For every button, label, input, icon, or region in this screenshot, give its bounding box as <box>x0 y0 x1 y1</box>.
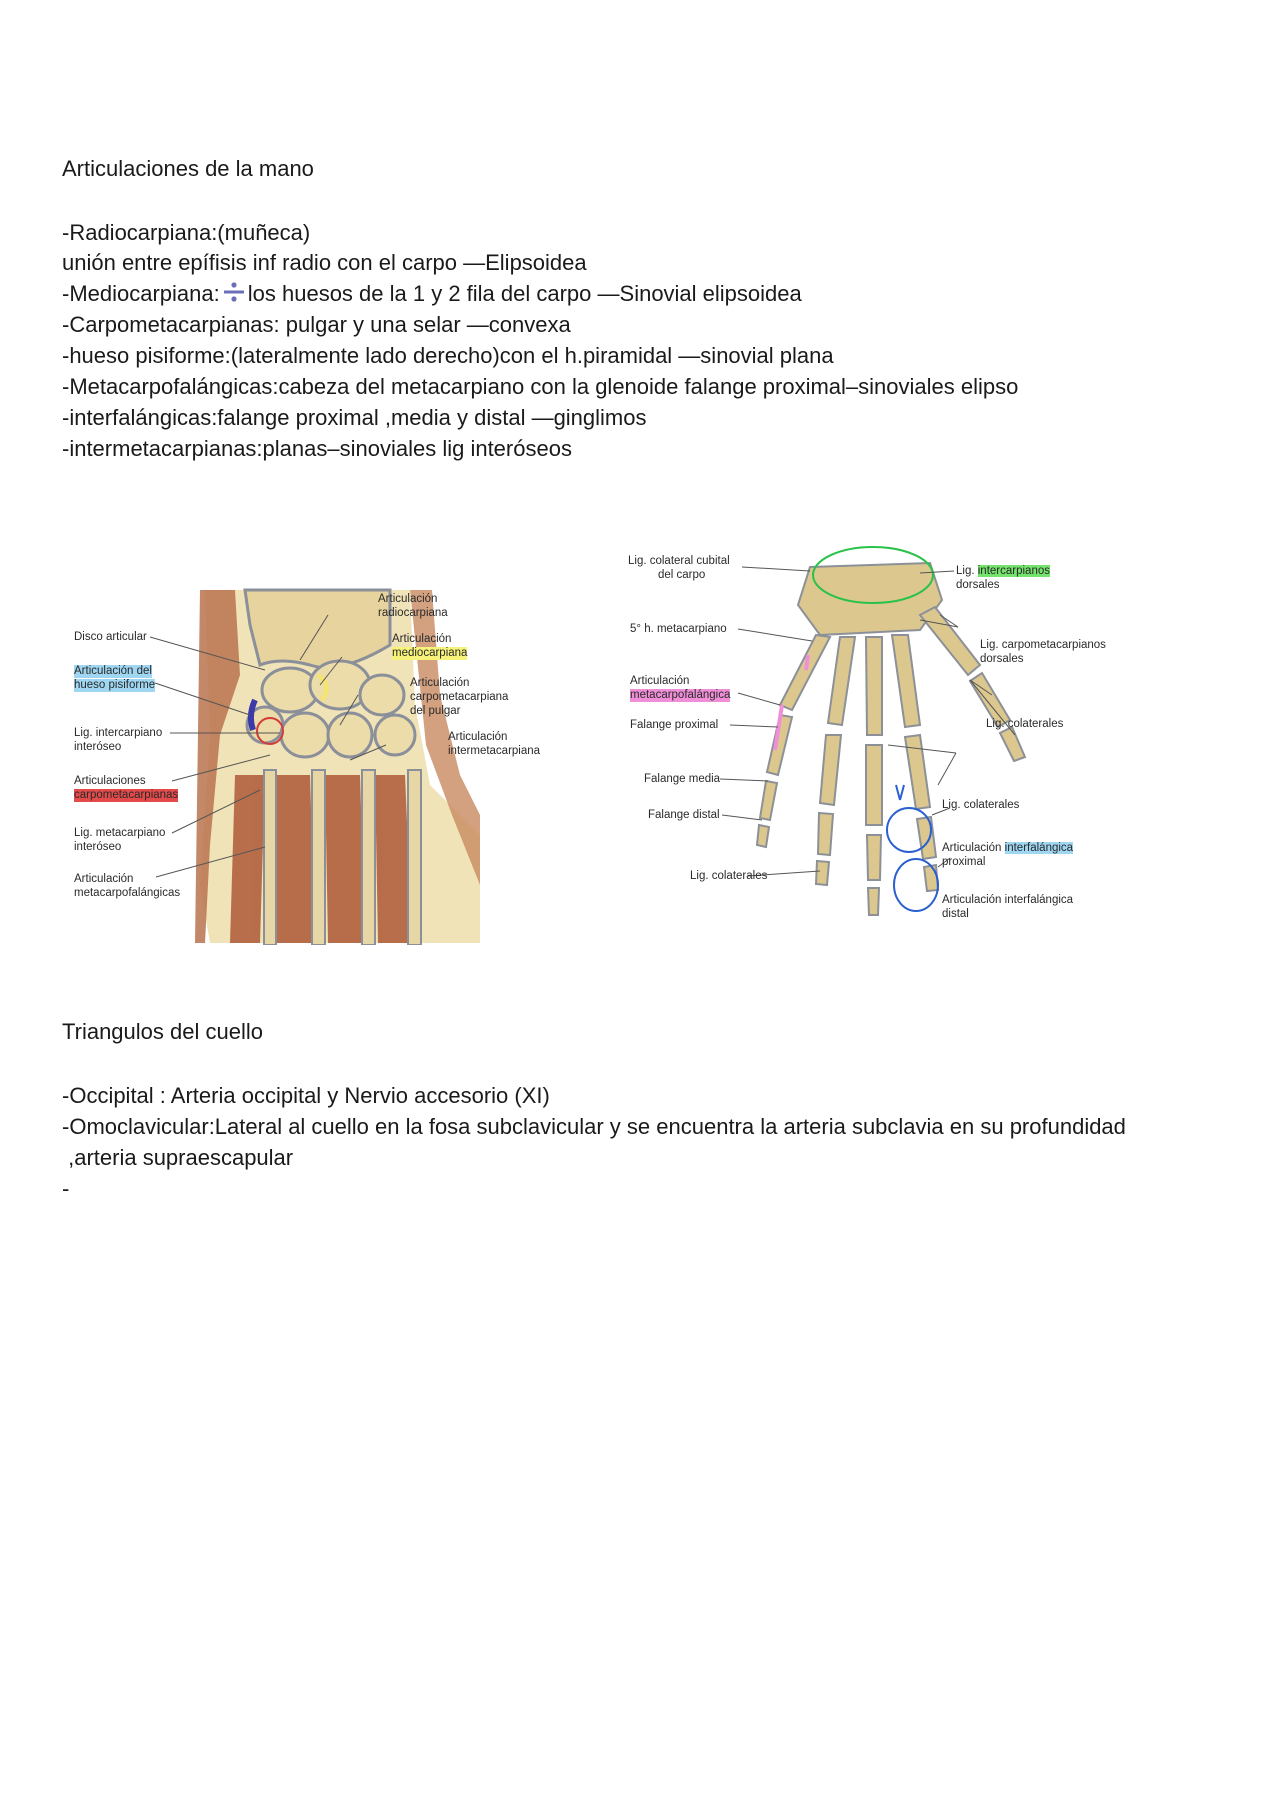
label-lig-carpometacarpianos-2: dorsales <box>980 653 1024 665</box>
text-segment: los huesos de la 1 y 2 fila del carpo —S… <box>247 281 802 306</box>
label-segment: intercarpianos <box>977 565 1050 577</box>
figure-wrist-joints: Disco articular Articulación del hueso p… <box>60 585 540 945</box>
label-art-mediocarpiana-1: Articulación <box>392 633 452 645</box>
text-line: -Carpometacarpianas: pulgar y una selar … <box>62 312 571 337</box>
text-line: unión entre epífisis inf radio con el ca… <box>62 250 587 275</box>
wrist-illustration <box>149 588 480 945</box>
text-line-mediocarpiana: -Mediocarpiana: los huesos de la 1 y 2 f… <box>62 279 802 309</box>
label-lig-colaterales-1: Lig. colaterales <box>986 718 1064 730</box>
section2-title: Triangulos del cuello <box>62 1019 263 1044</box>
label-art-interfalangica-prox: Articulación interfalángica <box>942 842 1074 855</box>
hand-skeleton-illustration <box>719 546 1027 916</box>
label-art-carpometacarpiana-pulgar-2: carpometacarpiana <box>410 691 509 703</box>
text-line: ,arteria supraescapular <box>62 1145 294 1170</box>
label-segment: Articulación <box>942 842 1002 854</box>
label-art-carpometacarpianas-1: Articulaciones <box>74 775 146 787</box>
label-lig-colaterales-2: Lig. colaterales <box>942 799 1020 811</box>
text-segment: -Mediocarpiana: <box>62 281 220 306</box>
label-falange-distal: Falange distal <box>648 809 720 821</box>
label-art-metacarpofalangica-1: Articulación <box>630 675 690 687</box>
label-art-interfalangica-distal-1: Articulación interfalángica <box>942 894 1074 906</box>
label-art-metacarpofalangicas-1: Articulación <box>74 873 134 885</box>
label-art-mediocarpiana-2: mediocarpiana <box>392 647 468 660</box>
label-art-interfalangica-prox-2: proximal <box>942 856 986 868</box>
label-lig-intercarpiano-1: Lig. intercarpiano <box>74 727 163 739</box>
label-art-interfalangica-distal-2: distal <box>942 908 969 920</box>
label-art-intermetacarpiana-1: Articulación <box>448 731 508 743</box>
text-line: -Omoclavicular:Lateral al cuello en la f… <box>62 1114 1126 1139</box>
section1-title: Articulaciones de la mano <box>62 156 314 181</box>
label-art-hueso-pisiforme-1: Articulación del <box>74 665 152 678</box>
label-quinto-metacarpiano: 5° h. metacarpiano <box>630 623 727 635</box>
label-art-radiocarpiana-1: Articulación <box>378 593 438 605</box>
label-lig-carpometacarpianos-1: Lig. carpometacarpianos <box>980 639 1106 651</box>
label-lig-colateral-cubital-2: del carpo <box>658 569 706 581</box>
label-art-intermetacarpiana-2: intermetacarpiana <box>448 745 541 757</box>
label-segment: interfalángica <box>1004 842 1074 854</box>
label-art-hueso-pisiforme-2: hueso pisiforme <box>74 679 156 692</box>
label-art-carpometacarpiana-pulgar-3: del pulgar <box>410 705 461 717</box>
text-line: -hueso pisiforme:(lateralmente lado dere… <box>62 343 834 368</box>
text-line: - <box>62 1176 70 1201</box>
figure-hand-ligaments: Lig. colateral cubital del carpo 5° h. m… <box>620 545 1180 945</box>
text-line: -Occipital : Arteria occipital y Nervio … <box>62 1083 550 1108</box>
label-segment: Lig. <box>956 565 975 577</box>
label-art-carpometacarpianas-2: carpometacarpianas <box>74 789 179 802</box>
text-line: -Metacarpofalángicas:cabeza del metacarp… <box>62 374 1019 399</box>
label-art-radiocarpiana-2: radiocarpiana <box>378 607 448 619</box>
text-line: -Radiocarpiana:(muñeca) <box>62 220 311 245</box>
division-sign-icon <box>223 282 244 302</box>
label-lig-intercarpianos-2: dorsales <box>956 579 1000 591</box>
label-art-carpometacarpiana-pulgar-1: Articulación <box>410 677 470 689</box>
text-line: -intermetacarpianas:planas–sinoviales li… <box>62 436 572 461</box>
label-falange-media: Falange media <box>644 773 721 785</box>
text-line: -interfalángicas:falange proximal ,media… <box>62 405 647 430</box>
label-falange-proximal: Falange proximal <box>630 719 719 731</box>
label-art-metacarpofalangica-2: metacarpofalángica <box>630 689 731 702</box>
label-lig-metacarpiano-1: Lig. metacarpiano <box>74 827 166 839</box>
label-lig-colateral-cubital-1: Lig. colateral cubital <box>628 555 730 567</box>
label-lig-intercarpianos: Lig. intercarpianos <box>956 565 1050 578</box>
label-lig-colaterales-bottom: Lig. colaterales <box>690 870 768 882</box>
label-lig-intercarpiano-2: interóseo <box>74 741 122 753</box>
label-lig-metacarpiano-2: interóseo <box>74 841 122 853</box>
label-art-metacarpofalangicas-2: metacarpofalángicas <box>74 887 181 899</box>
label-disco-articular: Disco articular <box>74 631 147 643</box>
